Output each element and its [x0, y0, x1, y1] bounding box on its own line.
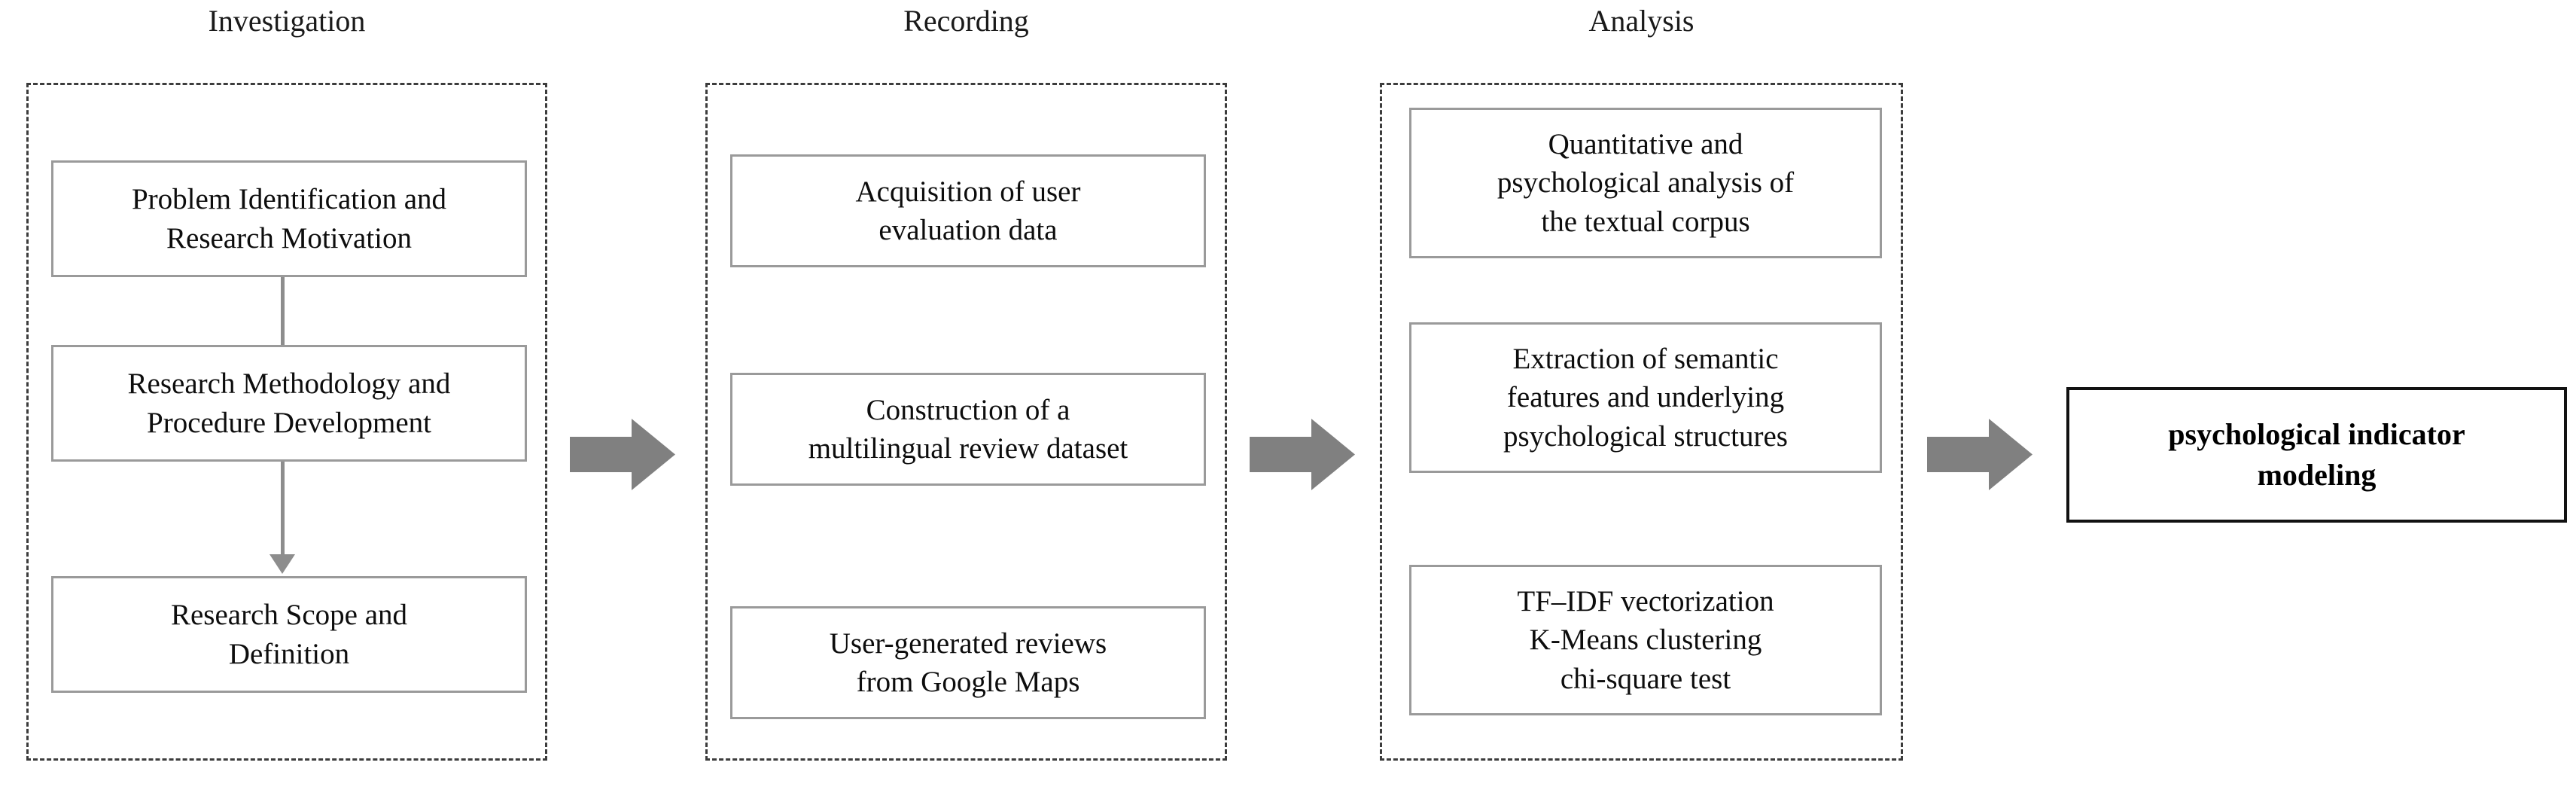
step-label: Quantitative and psychological analysis … — [1497, 127, 1795, 238]
step-label: Research Methodology and Procedure Devel… — [127, 368, 451, 439]
step-label: TF–IDF vectorization K-Means clustering … — [1517, 584, 1774, 695]
step-label: User-generated reviews from Google Maps — [829, 627, 1107, 698]
step-problem-identification[interactable]: Problem Identification and Research Moti… — [51, 160, 527, 277]
step-quantitative-psychological[interactable]: Quantitative and psychological analysis … — [1409, 108, 1882, 258]
stage-group-investigation — [26, 83, 547, 761]
step-research-scope[interactable]: Research Scope and Definition — [51, 576, 527, 693]
step-google-maps-reviews[interactable]: User-generated reviews from Google Maps — [730, 606, 1206, 719]
result-psychological-indicator-modeling[interactable]: psychological indicator modeling — [2066, 387, 2567, 523]
step-label: Construction of a multilingual review da… — [808, 393, 1128, 465]
step-methods-list[interactable]: TF–IDF vectorization K-Means clustering … — [1409, 565, 1882, 715]
result-label: psychological indicator modeling — [2168, 417, 2465, 492]
step-semantic-features[interactable]: Extraction of semantic features and unde… — [1409, 322, 1882, 473]
flow-arrow-investigation-to-recording — [570, 419, 675, 490]
step-acquisition-user-data[interactable]: Acquisition of user evaluation data — [730, 154, 1206, 267]
step-label: Research Scope and Definition — [170, 599, 408, 670]
stage-title-investigation: Investigation — [208, 4, 366, 38]
step-label: Extraction of semantic features and unde… — [1503, 342, 1788, 453]
stage-group-analysis — [1380, 83, 1903, 761]
step-multilingual-dataset[interactable]: Construction of a multilingual review da… — [730, 373, 1206, 486]
step-label: Problem Identification and Research Moti… — [131, 183, 447, 255]
connector-arrowhead-icon — [269, 554, 295, 574]
stage-title-recording: Recording — [903, 4, 1029, 38]
step-research-methodology[interactable]: Research Methodology and Procedure Devel… — [51, 345, 527, 462]
connector-methodology-to-scope — [281, 462, 285, 558]
stage-group-recording — [705, 83, 1227, 761]
connector-problem-to-methodology — [281, 277, 285, 345]
stage-title-analysis: Analysis — [1588, 4, 1694, 38]
step-label: Acquisition of user evaluation data — [855, 175, 1081, 246]
flow-arrow-recording-to-analysis — [1250, 419, 1355, 490]
flow-arrow-analysis-to-result — [1927, 419, 2032, 490]
